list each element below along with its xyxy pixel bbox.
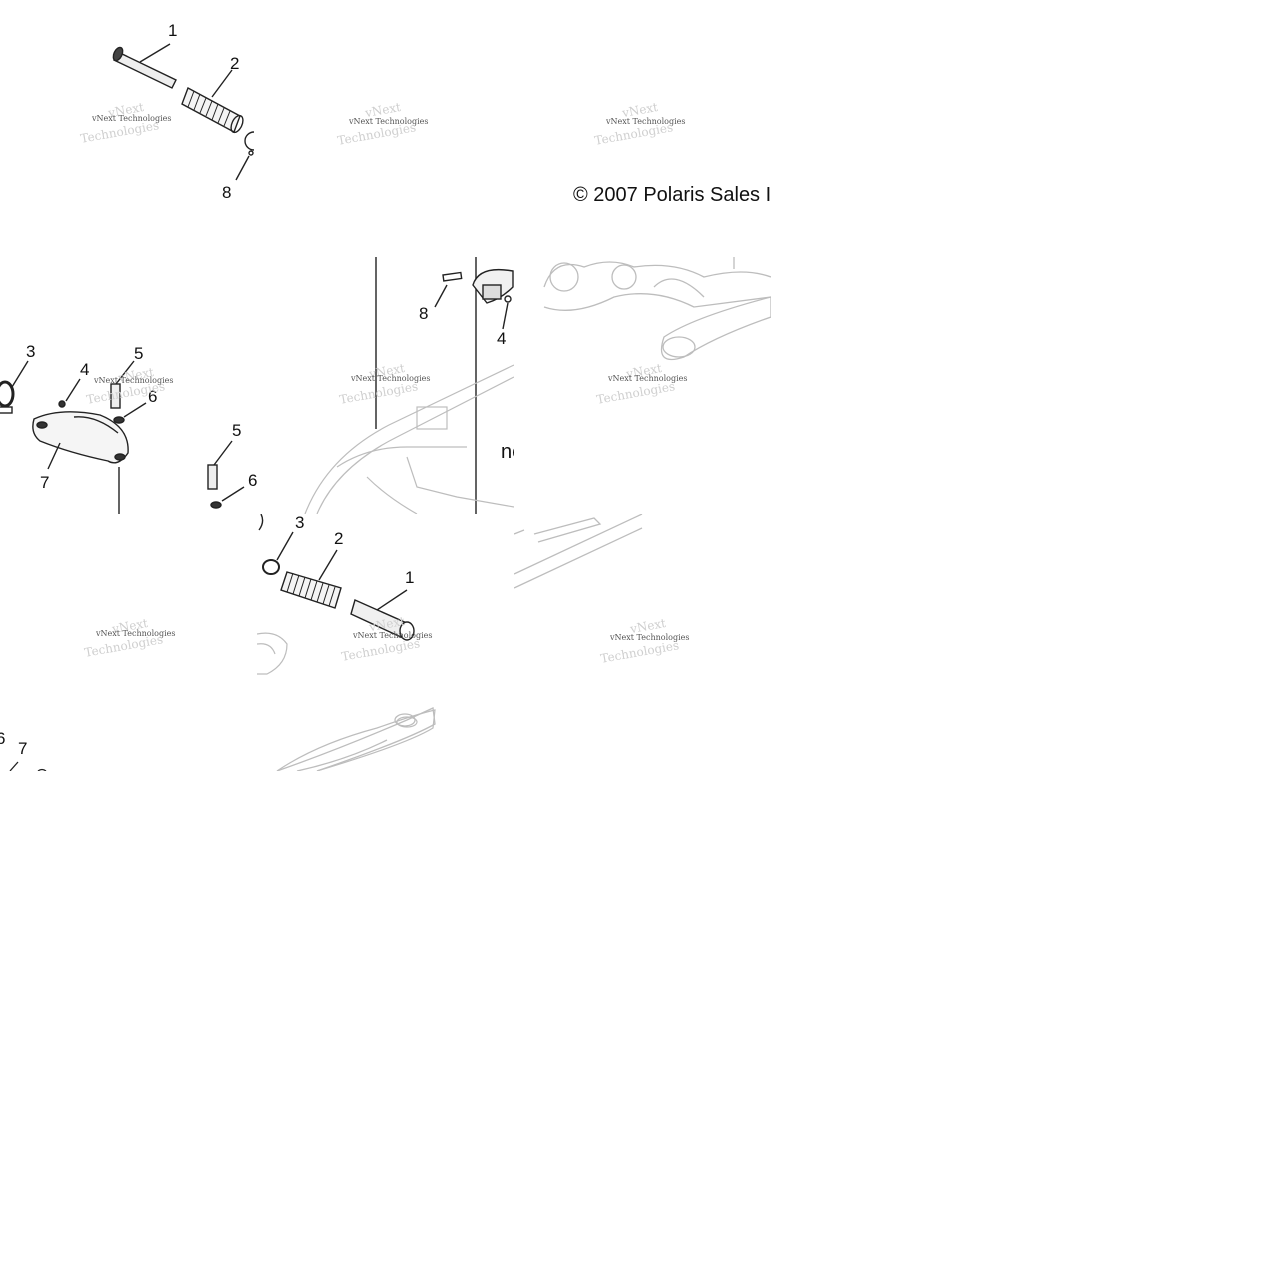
diagram-tile-copyright: vNext vNext Technologies Technologies © … xyxy=(514,0,771,257)
diagram-tile-blank: vNext vNext Technologies Technologies xyxy=(0,514,257,771)
callout-7: 7 xyxy=(18,739,28,758)
callout-1: 1 xyxy=(405,568,415,587)
callout-6: 6 xyxy=(148,387,158,406)
diagram-strip-bottom-left: 6 7 xyxy=(0,728,257,771)
diagram-strip-bottom-mid xyxy=(257,700,514,771)
watermark: vNext Technologies xyxy=(608,374,688,383)
bottom-mid-drawing xyxy=(276,707,436,771)
grip-right-drawing xyxy=(257,514,436,771)
watermark: vNext Technologies xyxy=(610,633,690,642)
watermark: vNext Technologies xyxy=(94,376,174,385)
watermark: vNext Technologies xyxy=(349,117,429,126)
diagram-tile-grip-right: 3 2 1 vNext vNext Technologies Technolog… xyxy=(257,514,514,771)
ghost-panel-drawing xyxy=(514,514,643,589)
callout-4: 4 xyxy=(497,329,507,348)
diagram-tile-frame: 8 4 vNext vNext Technologies Technologie… xyxy=(257,257,514,514)
callout-8: 8 xyxy=(419,304,429,323)
copyright-text: © 2007 Polaris Sales In xyxy=(573,184,771,206)
callout-2: 2 xyxy=(230,54,240,73)
diagram-tile-ghost: vNext vNext Technologies Technologies xyxy=(514,514,771,771)
copyright-fragment: nc. xyxy=(501,441,514,463)
callout-4: 4 xyxy=(80,360,90,379)
watermark: vNext Technologies xyxy=(606,117,686,126)
callout-3: 3 xyxy=(295,514,305,532)
callout-7: 7 xyxy=(40,473,50,492)
watermark: vNext Technologies xyxy=(353,631,433,640)
diagram-tile-grip-top: 1 2 8 vNext vNext Technologies Technolog… xyxy=(0,0,257,257)
callout-6: 6 xyxy=(248,471,257,490)
frame-drawing xyxy=(304,257,514,514)
watermark: vNext Technologies xyxy=(351,374,431,383)
watermark: vNext Technologies xyxy=(96,629,176,638)
callout-8: 8 xyxy=(222,183,232,202)
callout-5: 5 xyxy=(232,421,242,440)
bracket-drawing xyxy=(0,360,245,514)
ghost-frame-drawing xyxy=(543,257,771,361)
grip-drawing xyxy=(112,43,255,181)
diagram-tile-bracket: 3 4 5 6 7 5 6 vNext vNext Technologies T… xyxy=(0,257,257,514)
diagram-tile-blank: vNext vNext Technologies Technologies xyxy=(257,0,514,257)
callout-6: 6 xyxy=(0,729,6,748)
callout-5: 5 xyxy=(134,344,144,363)
diagram-tile-ghost: vNext vNext Technologies Technologies xyxy=(514,257,771,514)
bottom-left-drawing xyxy=(9,761,47,771)
callout-1: 1 xyxy=(168,21,178,40)
callout-2: 2 xyxy=(334,529,344,548)
callout-3: 3 xyxy=(26,342,36,361)
watermark: vNext Technologies xyxy=(92,114,172,123)
